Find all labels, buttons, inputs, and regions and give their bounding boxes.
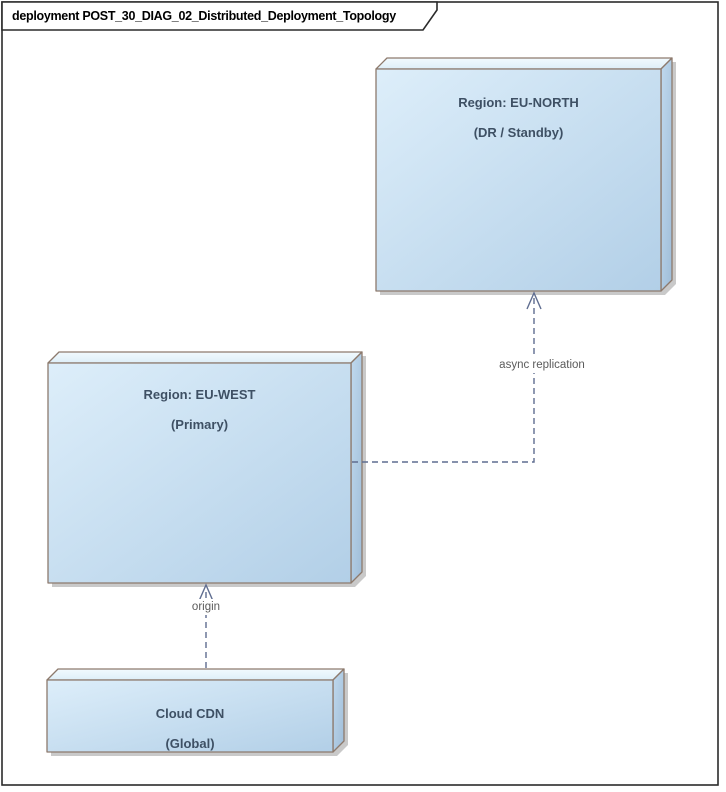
node-eu-west-side-face[interactable] — [350, 351, 363, 584]
node-cdn-label: Cloud CDN (Global) — [47, 691, 333, 766]
connector-origin-label: origin — [188, 599, 224, 615]
node-cdn-side-face[interactable] — [332, 668, 345, 753]
node-cdn-role: (Global) — [165, 736, 215, 751]
node-eu-west[interactable] — [47, 351, 366, 587]
node-eu-north-side-face[interactable] — [660, 57, 673, 292]
node-eu-north[interactable] — [375, 57, 676, 295]
node-cdn-front-face[interactable] — [46, 679, 334, 753]
connector-async-replication[interactable] — [352, 291, 542, 463]
node-cdn[interactable] — [46, 668, 348, 756]
node-eu-north-name: Region: EU-NORTH — [458, 95, 579, 110]
connector-async-replication-label: async replication — [496, 357, 588, 373]
node-eu-west-top-face[interactable] — [47, 351, 363, 364]
node-cdn-top-face[interactable] — [46, 668, 345, 681]
node-cdn-name: Cloud CDN — [155, 706, 225, 721]
node-eu-north-label: Region: EU-NORTH (DR / Standby) — [376, 80, 661, 155]
node-eu-west-front-face[interactable] — [47, 362, 352, 584]
open-arrowhead-icon — [198, 583, 214, 602]
node-eu-west-label: Region: EU-WEST (Primary) — [48, 372, 351, 447]
open-arrowhead-icon — [526, 291, 542, 310]
node-eu-west-name: Region: EU-WEST — [143, 387, 256, 402]
connector-async-replication-line[interactable] — [352, 296, 535, 463]
node-eu-north-role: (DR / Standby) — [473, 125, 564, 140]
node-eu-west-role: (Primary) — [170, 417, 229, 432]
node-eu-north-front-face[interactable] — [375, 68, 662, 292]
connector-origin[interactable] — [198, 583, 214, 668]
diagram-title: deployment POST_30_DIAG_02_Distributed_D… — [12, 9, 396, 23]
diagram-frame-title-tab — [1, 1, 438, 31]
node-eu-north-top-face[interactable] — [375, 57, 673, 70]
